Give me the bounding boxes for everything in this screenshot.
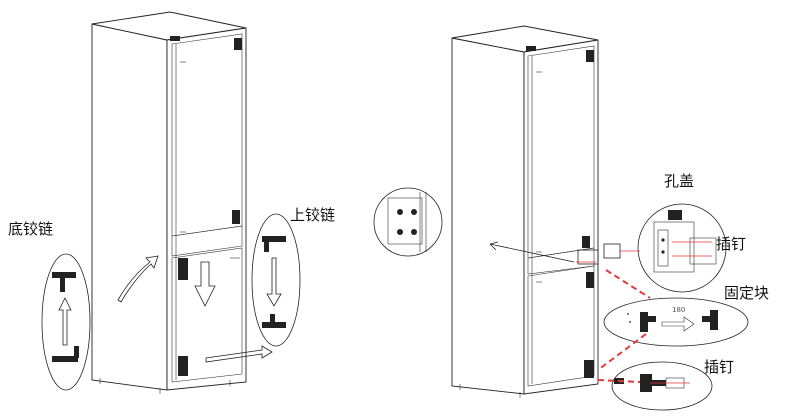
top-hinge-detail (251, 213, 301, 347)
hole-cover-detail (637, 203, 727, 293)
red-dash-connector-3 (597, 379, 641, 383)
fixing-block-right-icon (710, 310, 718, 330)
right-bottom-hinge-icon (584, 360, 594, 378)
right-fridge-side-panel (451, 37, 525, 395)
left-bottom-arrow-icon (205, 345, 273, 363)
top-hinge-top-plate-icon (262, 236, 286, 242)
label-insert-pin-1: 插钉 (716, 235, 747, 253)
left-fridge-lower-door (171, 247, 243, 383)
label-angle-180: 180 (672, 306, 686, 314)
fixing-block-detail (603, 297, 749, 347)
left-top-hinge-left-icon (170, 36, 180, 41)
left-fridge (91, 11, 273, 394)
left-top-hinge-icon (234, 38, 242, 50)
bottom-hinge-bottom-plate-icon (52, 356, 78, 362)
hole-cover-plate (689, 237, 717, 265)
right-fridge-front (523, 39, 599, 395)
right-middle-hinge-icon (582, 236, 590, 248)
red-dash-connector-1 (605, 269, 651, 299)
right-middle-box (577, 249, 599, 265)
label-bottom-hinge: 底铰链 (8, 220, 54, 238)
left-middle-hinge-2-icon (178, 258, 188, 280)
bottom-hinge-top-plate-icon (52, 272, 76, 278)
hole-cover-square (603, 243, 621, 259)
right-fridge (451, 25, 599, 398)
right-left-arrow-icon (489, 243, 575, 263)
insert-pin-detail (611, 361, 713, 411)
bottom-hinge-up-arrow-icon (58, 297, 72, 346)
side-panel-hinge-detail (373, 187, 443, 257)
top-hinge-bottom-plate-icon (262, 322, 286, 328)
left-middle-hinge-icon (232, 210, 240, 224)
right-top-hinge-icon (586, 50, 594, 62)
left-fridge-middle-band (171, 225, 243, 257)
bottom-hinge-pin-icon (60, 278, 65, 292)
left-fridge-side-panel (91, 23, 168, 391)
left-fridge-front (166, 27, 247, 391)
top-hinge-down-arrow-icon (266, 257, 282, 307)
label-insert-pin-2: 插钉 (704, 358, 735, 376)
red-dash-connector-2 (597, 333, 647, 371)
rotate-arrow-icon (661, 316, 695, 332)
left-curved-arrow-icon (117, 255, 159, 303)
bottom-hinge-detail (41, 253, 91, 391)
left-down-arrow-icon (194, 261, 216, 307)
fixing-block-left-icon (640, 312, 648, 332)
label-fixing-block: 固定块 (724, 284, 770, 302)
label-top-hinge: 上铰链 (290, 206, 336, 224)
left-bottom-hinge-icon (178, 356, 188, 376)
label-hole-cover: 孔盖 (664, 172, 695, 190)
